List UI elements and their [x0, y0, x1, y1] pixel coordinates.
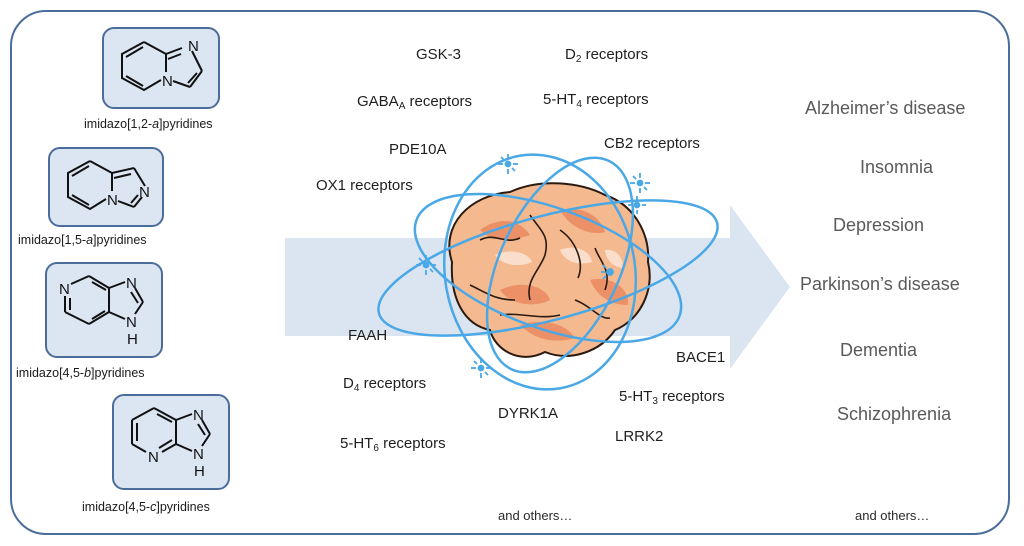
target-gabaa-receptors: GABAA receptors [357, 93, 473, 112]
svg-text:N: N [126, 314, 137, 331]
svg-text:N: N [126, 275, 137, 292]
imidazo-1-2-a-pyridine-structure: N N [121, 38, 203, 92]
sparkle-icons [416, 154, 650, 378]
svg-text:N: N [193, 446, 204, 463]
disease-alzheimers: Alzheimer’s disease [805, 98, 966, 118]
disease-parkinsons: Parkinson’s disease [800, 274, 960, 294]
svg-text:N: N [107, 192, 118, 209]
imidazo-1-5-a-pyridine-structure: N N [67, 160, 150, 211]
target-gsk3: GSK-3 [416, 46, 462, 63]
svg-text:N: N [139, 184, 150, 201]
target-d2-receptors: D2 receptors [565, 46, 649, 65]
target-5ht6-receptors: 5-HT6 receptors [340, 435, 446, 454]
orbit-lines [377, 153, 719, 391]
target-bace1: BACE1 [676, 349, 726, 366]
svg-text:N: N [193, 407, 204, 424]
target-5ht3-receptors: 5-HT3 receptors [619, 388, 725, 407]
scaffold-box-3: N N N H [45, 262, 163, 358]
target-cb2-receptors: CB2 receptors [604, 135, 700, 152]
svg-text:N: N [162, 73, 173, 90]
imidazo-4-5-b-pyridine-structure: N N N H [59, 275, 144, 348]
disease-insomnia: Insomnia [860, 157, 934, 177]
svg-text:H: H [127, 331, 138, 348]
imidazo-4-5-c-pyridine-structure: N N N H [131, 407, 211, 480]
svg-text:H: H [194, 463, 205, 480]
scaffold-box-2: N N [48, 147, 164, 227]
target-ox1-receptors: OX1 receptors [316, 177, 413, 194]
targets-and-others: and others… [498, 508, 573, 523]
target-faah: FAAH [348, 327, 388, 344]
scaffold-box-1: N N [102, 27, 220, 109]
scaffold-box-4: N N N H [112, 394, 230, 490]
target-pde10a: PDE10A [389, 141, 447, 158]
scaffold-label-3: imidazo[4,5-b]pyridines [16, 366, 145, 380]
svg-text:N: N [188, 38, 199, 55]
scaffold-label-4: imidazo[4,5-c]pyridines [82, 500, 210, 514]
disease-dementia: Dementia [840, 340, 918, 360]
diseases-and-others: and others… [855, 508, 930, 523]
target-dyrk1a: DYRK1A [498, 405, 559, 422]
target-d4-receptors: D4 receptors [343, 375, 427, 394]
diagram-frame [10, 10, 1010, 535]
target-5ht4-receptors: 5-HT4 receptors [543, 91, 649, 110]
disease-schizophrenia: Schizophrenia [837, 404, 952, 424]
svg-text:N: N [148, 449, 159, 466]
svg-text:N: N [59, 281, 70, 298]
scaffold-label-2: imidazo[1,5-a]pyridines [18, 233, 147, 247]
target-lrrk2: LRRK2 [615, 428, 664, 445]
disease-depression: Depression [833, 215, 925, 235]
scaffold-label-1: imidazo[1,2-a]pyridines [84, 117, 213, 131]
